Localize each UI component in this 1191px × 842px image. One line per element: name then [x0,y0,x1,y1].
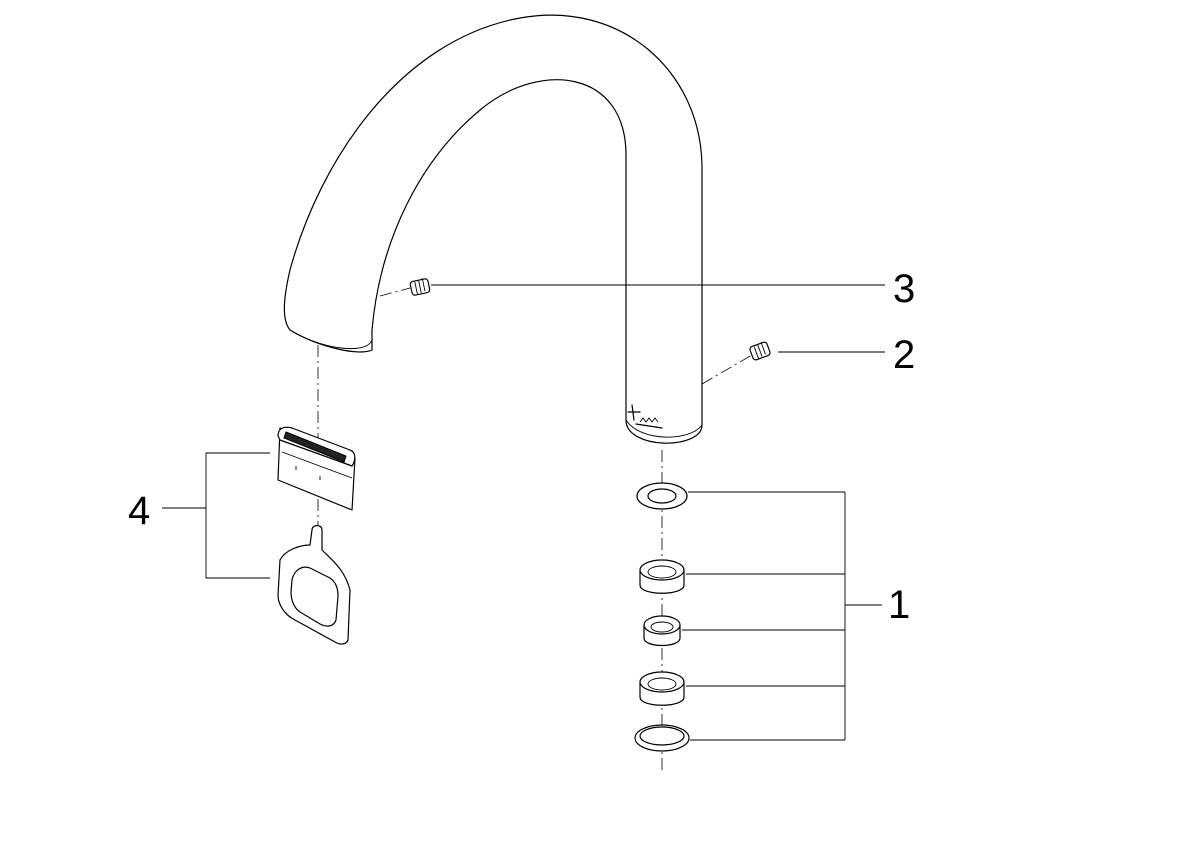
part-3-axis [379,287,411,297]
o-ring-bottom [634,724,690,752]
faucet-spout [283,14,703,444]
callout-3: 3 [893,267,915,311]
part-2-axis [701,354,753,385]
callout-1: 1 [888,583,910,627]
ring-middle [643,615,681,647]
callout-2: 2 [893,333,915,377]
aerator-key [277,524,351,645]
ring-lower [639,671,685,706]
callout-4: 4 [128,489,150,533]
flat-washer-top [636,482,688,510]
ring-upper [639,559,685,594]
set-screw-2 [749,341,771,361]
leader-lines [162,284,885,741]
set-screw-3 [409,278,431,296]
ring-stack [634,482,690,752]
logo-engraving [627,404,663,429]
aerator-cartridge [277,426,356,511]
